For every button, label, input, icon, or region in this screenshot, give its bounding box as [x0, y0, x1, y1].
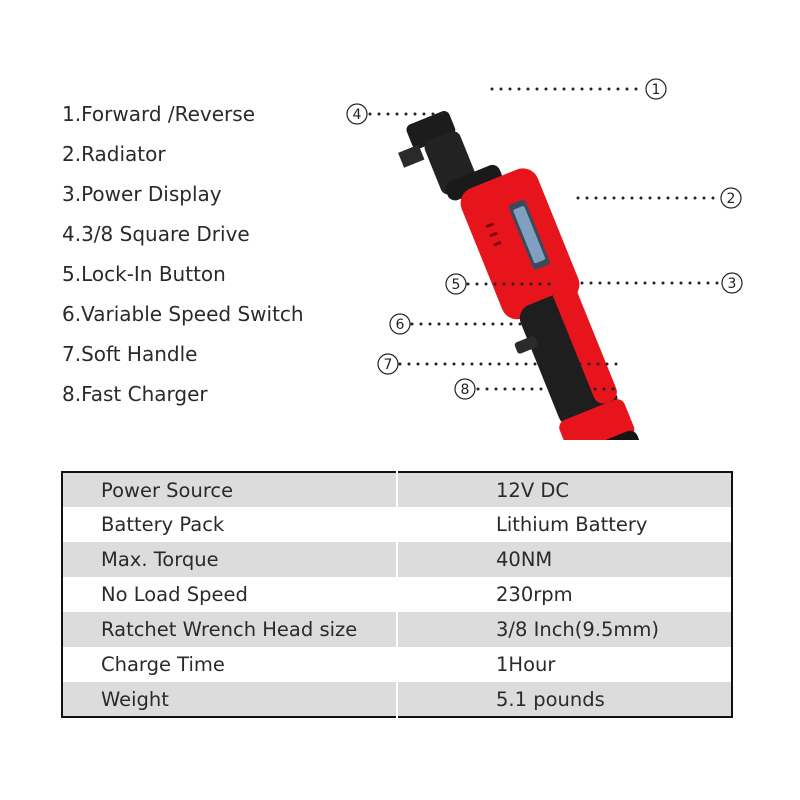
spec-value: 12V DC: [397, 472, 732, 507]
svg-text:6: 6: [396, 317, 405, 333]
spec-value: 5.1 pounds: [397, 682, 732, 717]
callout-6: 6: [389, 313, 411, 335]
ratchet-wrench-image: [398, 111, 642, 440]
svg-text:8: 8: [461, 382, 470, 398]
feature-item: 8.Fast Charger: [62, 382, 208, 406]
callout-markers: 1 4 2 5 3 6 7 8: [346, 78, 743, 400]
feature-item: 7.Soft Handle: [62, 342, 198, 366]
spec-label: Charge Time: [62, 647, 398, 682]
spec-label: Power Source: [62, 472, 398, 507]
callout-3: 3: [721, 272, 743, 294]
callout-5: 5: [445, 273, 467, 295]
svg-text:2: 2: [727, 191, 736, 207]
callout-2: 2: [720, 187, 742, 209]
feature-item: 2.Radiator: [62, 142, 166, 166]
callout-1: 1: [645, 78, 667, 100]
callout-leaders: [368, 87, 722, 391]
feature-list: 1.Forward /Reverse 2.Radiator 3.Power Di…: [62, 94, 304, 414]
table-row: Weight 5.1 pounds: [62, 682, 732, 717]
svg-text:4: 4: [353, 107, 362, 123]
spec-label: Weight: [62, 682, 398, 717]
callout-4: 4: [346, 103, 368, 125]
table-row: Charge Time 1Hour: [62, 647, 732, 682]
spec-value: 230rpm: [397, 577, 732, 612]
spec-value: 40NM: [397, 542, 732, 577]
feature-item: 5.Lock-In Button: [62, 262, 226, 286]
spec-label: Ratchet Wrench Head size: [62, 612, 398, 647]
feature-item: 3.Power Display: [62, 182, 222, 206]
svg-text:3: 3: [728, 276, 737, 292]
spec-label: No Load Speed: [62, 577, 398, 612]
callout-7: 7: [377, 353, 399, 375]
svg-text:5: 5: [452, 277, 461, 293]
table-row: No Load Speed 230rpm: [62, 577, 732, 612]
table-row: Power Source 12V DC: [62, 472, 732, 507]
spec-label: Max. Torque: [62, 542, 398, 577]
spec-value: 1Hour: [397, 647, 732, 682]
feature-item: 1.Forward /Reverse: [62, 102, 255, 126]
svg-text:1: 1: [652, 82, 661, 98]
svg-text:7: 7: [384, 357, 393, 373]
table-row: Battery Pack Lithium Battery: [62, 507, 732, 542]
spec-label: Battery Pack: [62, 507, 398, 542]
callout-8: 8: [454, 378, 476, 400]
feature-item: 6.Variable Speed Switch: [62, 302, 304, 326]
spec-value: 3/8 Inch(9.5mm): [397, 612, 732, 647]
table-row: Ratchet Wrench Head size 3/8 Inch(9.5mm): [62, 612, 732, 647]
ratchet-wrench-diagram: 1 4 2 5 3 6 7 8: [346, 78, 743, 440]
spec-table: Power Source 12V DC Battery Pack Lithium…: [61, 471, 733, 718]
table-row: Max. Torque 40NM: [62, 542, 732, 577]
feature-item: 4.3/8 Square Drive: [62, 222, 250, 246]
spec-value: Lithium Battery: [397, 507, 732, 542]
